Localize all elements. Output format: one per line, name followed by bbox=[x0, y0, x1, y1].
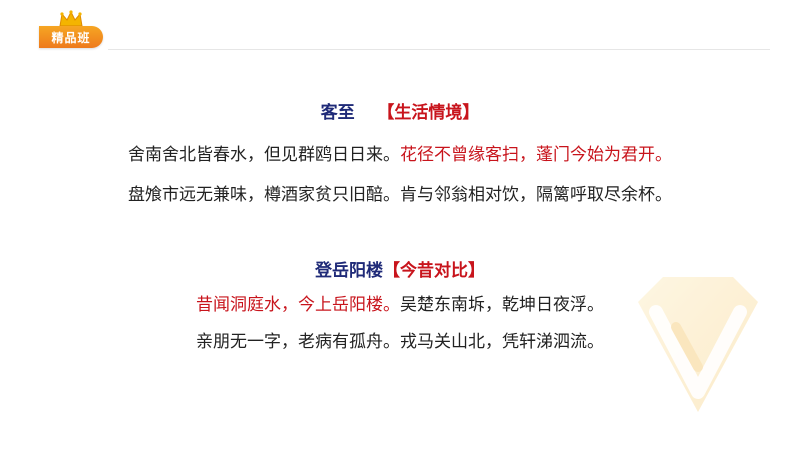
poem2-tag: 【今昔对比】 bbox=[383, 261, 485, 281]
poem1-tag: 【生活情境】 bbox=[377, 103, 480, 123]
poem2-line1-text: 吴楚东南坼，乾坤日夜浮。 bbox=[400, 295, 604, 315]
badge-label: 精品班 bbox=[51, 30, 91, 45]
diamond-logo-watermark-icon bbox=[638, 277, 758, 412]
header-divider bbox=[108, 49, 770, 50]
poem2-title: 登岳阳楼 bbox=[315, 261, 383, 281]
poem1-title: 客至 bbox=[320, 103, 355, 123]
poem2-line-2: 亲朋无一字，老病有孤舟。戎马关山北，凭轩涕泗流。 bbox=[0, 327, 800, 352]
poem2-line1-highlight: 昔闻洞庭水，今上岳阳楼。 bbox=[196, 295, 400, 315]
poem1-line1-text: 舍南舍北皆春水，但见群鸥日日来。 bbox=[128, 145, 400, 165]
poem1-heading: 客至 【生活情境】 bbox=[0, 98, 800, 123]
poem1-line1-highlight: 花径不曾缘客扫，蓬门今始为君开。 bbox=[400, 145, 672, 165]
poem1-line-2: 盘飧市远无兼味，樽酒家贫只旧醅。肯与邻翁相对饮，隔篱呼取尽余杯。 bbox=[0, 180, 800, 205]
poem2-line-1: 昔闻洞庭水，今上岳阳楼。吴楚东南坼，乾坤日夜浮。 bbox=[0, 290, 800, 315]
poem1-line-1: 舍南舍北皆春水，但见群鸥日日来。花径不曾缘客扫，蓬门今始为君开。 bbox=[0, 140, 800, 165]
poem2-line2-text: 亲朋无一字，老病有孤舟。戎马关山北，凭轩涕泗流。 bbox=[196, 332, 604, 352]
poem1-line2-text: 盘飧市远无兼味，樽酒家贫只旧醅。肯与邻翁相对饮，隔篱呼取尽余杯。 bbox=[128, 185, 672, 205]
crown-icon bbox=[59, 10, 83, 27]
poem2-heading: 登岳阳楼【今昔对比】 bbox=[0, 256, 800, 281]
course-badge: 精品班 bbox=[39, 26, 103, 48]
